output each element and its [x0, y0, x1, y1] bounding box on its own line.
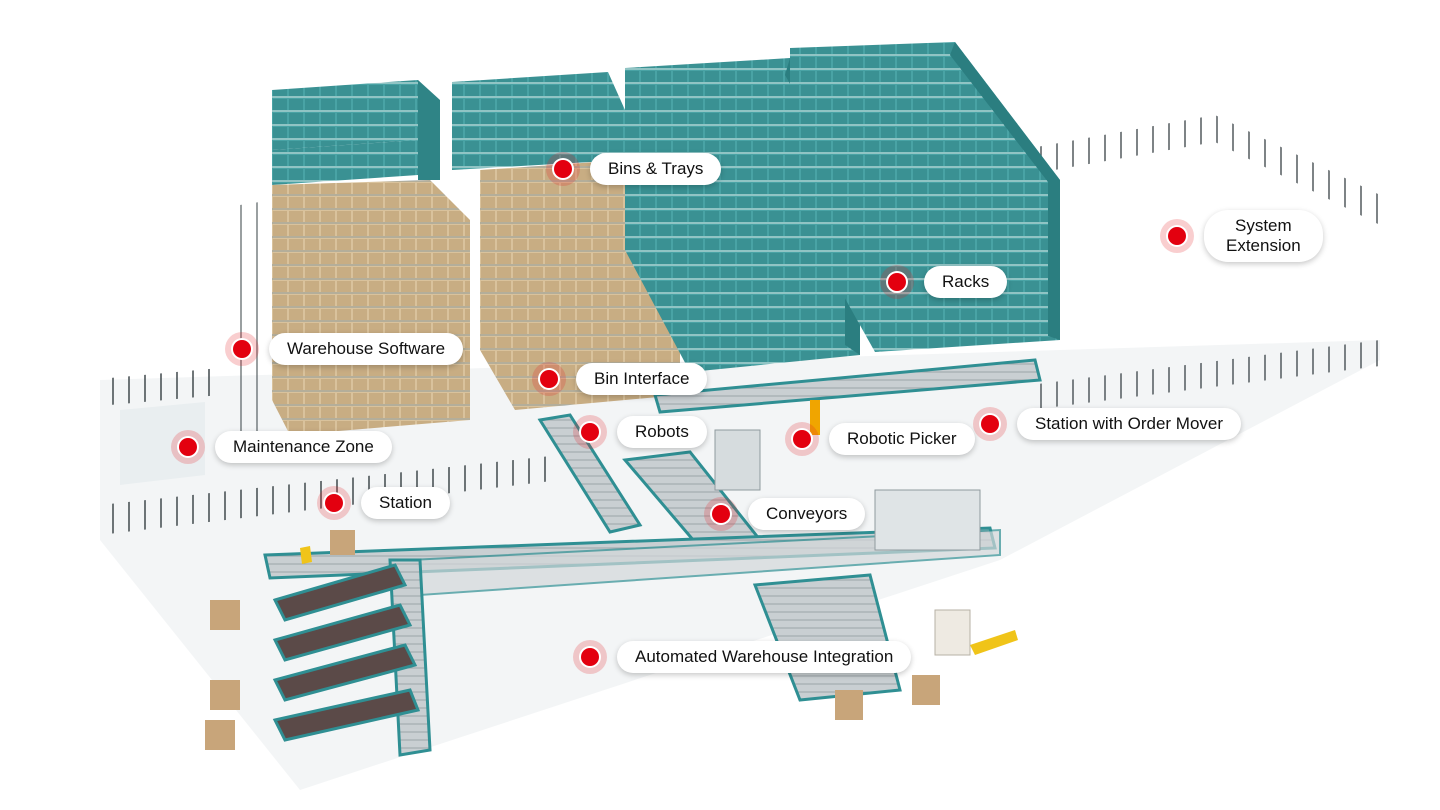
fence-back — [240, 115, 1380, 445]
hotspot-label[interactable]: Warehouse Software — [269, 333, 464, 365]
hotspot-marker[interactable] — [785, 422, 819, 456]
hotspot-marker[interactable] — [573, 640, 607, 674]
hotspot-racks[interactable]: Racks — [880, 265, 1008, 299]
hotspot-automated-warehouse-integration[interactable]: Automated Warehouse Integration — [573, 640, 912, 674]
hotspot-marker[interactable] — [225, 332, 259, 366]
hotspot-marker[interactable] — [546, 152, 580, 186]
hotspot-marker[interactable] — [171, 430, 205, 464]
hotspot-marker[interactable] — [1160, 219, 1194, 253]
hotspot-station[interactable]: Station — [317, 486, 450, 520]
hotspot-marker[interactable] — [573, 415, 607, 449]
hotspot-marker[interactable] — [880, 265, 914, 299]
hotspot-label[interactable]: Bins & Trays — [590, 153, 722, 185]
hotspot-marker[interactable] — [973, 407, 1007, 441]
hotspot-maintenance-zone[interactable]: Maintenance Zone — [171, 430, 392, 464]
hotspot-robotic-picker[interactable]: Robotic Picker — [785, 422, 975, 456]
hotspot-warehouse-software[interactable]: Warehouse Software — [225, 332, 464, 366]
hotspot-marker[interactable] — [704, 497, 738, 531]
hotspot-label[interactable]: Robotic Picker — [829, 423, 975, 455]
hotspot-station-with-order-mover[interactable]: Station with Order Mover — [973, 407, 1242, 441]
hotspot-label[interactable]: Racks — [924, 266, 1008, 298]
hotspot-robots[interactable]: Robots — [573, 415, 707, 449]
hotspot-label[interactable]: Robots — [617, 416, 707, 448]
hotspot-label[interactable]: Maintenance Zone — [215, 431, 392, 463]
hotspot-marker[interactable] — [532, 362, 566, 396]
hotspot-label[interactable]: Station — [361, 487, 450, 519]
conveyor-system — [263, 358, 1042, 757]
hotspot-bin-interface[interactable]: Bin Interface — [532, 362, 708, 396]
hotspot-label[interactable]: Automated Warehouse Integration — [617, 641, 912, 673]
hotspot-label[interactable]: Station with Order Mover — [1017, 408, 1242, 440]
hotspot-system-extension[interactable]: System Extension — [1160, 210, 1323, 262]
hotspot-conveyors[interactable]: Conveyors — [704, 497, 866, 531]
rack-block-tan-1 — [272, 80, 470, 435]
hotspot-label[interactable]: System Extension — [1204, 210, 1323, 262]
hotspot-marker[interactable] — [317, 486, 351, 520]
hotspot-label[interactable]: Conveyors — [748, 498, 866, 530]
hotspot-bins-trays[interactable]: Bins & Trays — [546, 152, 722, 186]
station-details — [205, 400, 1018, 750]
hotspot-label[interactable]: Bin Interface — [576, 363, 708, 395]
